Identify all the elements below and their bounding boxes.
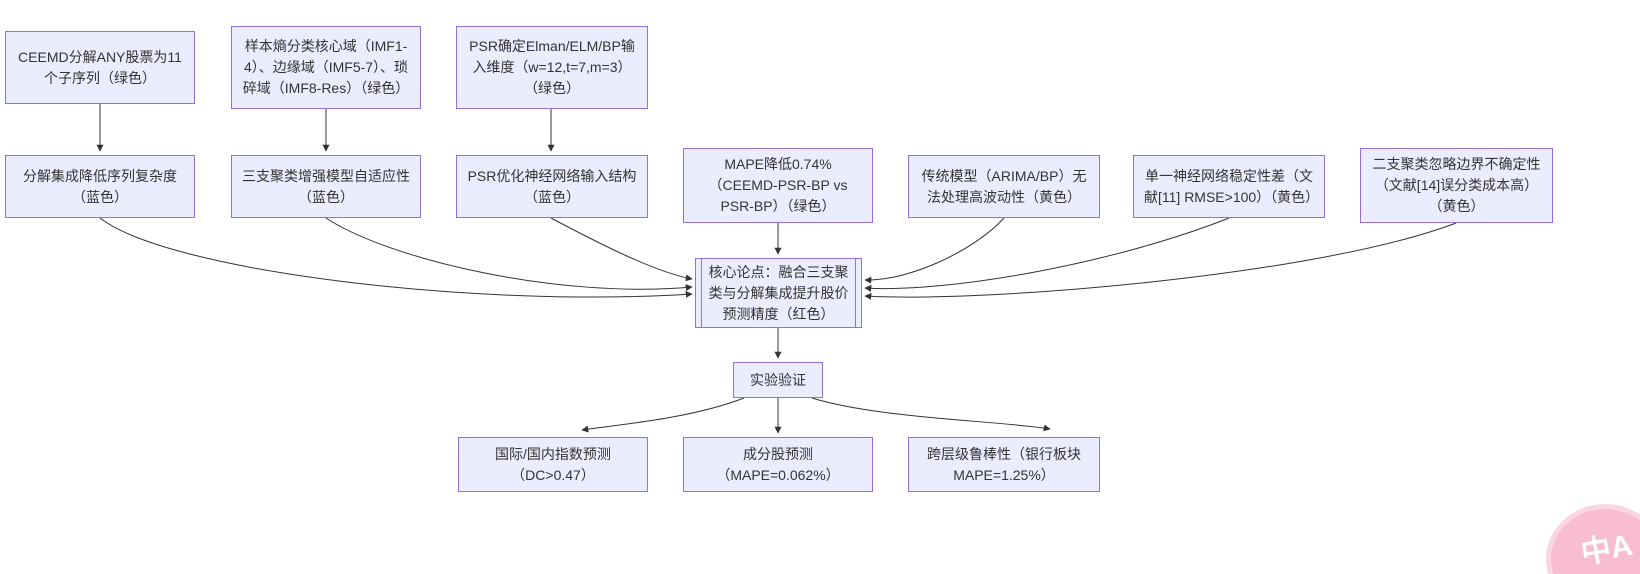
node-label: 单一神经网络稳定性差（文献[11] RMSE>100）（黄色） — [1144, 167, 1320, 205]
node-label: 二支聚类忽略边界不确定性（文献[14]误分类成本高）（黄色） — [1372, 156, 1541, 214]
node-decomposition-reduces-complexity: 分解集成降低序列复杂度（蓝色） — [5, 155, 195, 218]
node-psr-input-dimension: PSR确定Elman/ELM/BP输入维度（w=12,t=7,m=3）（绿色） — [456, 26, 648, 109]
node-core-thesis: 核心论点：融合三支聚类与分解集成提升股价预测精度（红色） — [695, 258, 862, 328]
node-experiment-validation: 实验验证 — [733, 362, 823, 398]
node-mape-improvement: MAPE降低0.74%（CEEMD-PSR-BP vs PSR-BP）（绿色） — [683, 148, 873, 223]
node-label: MAPE降低0.74%（CEEMD-PSR-BP vs PSR-BP）（绿色） — [708, 156, 848, 214]
node-label: 国际/国内指数预测（DC>0.47） — [495, 445, 611, 483]
node-ceemd-decompose: CEEMD分解ANY股票为11个子序列（绿色） — [5, 31, 195, 104]
node-traditional-model-limitation: 传统模型（ARIMA/BP）无法处理高波动性（黄色） — [908, 155, 1100, 218]
node-index-prediction: 国际/国内指数预测（DC>0.47） — [458, 437, 648, 492]
node-label: PSR优化神经网络输入结构（蓝色） — [467, 167, 637, 205]
node-sample-entropy-domains: 样本熵分类核心域（IMF1-4）、边缘域（IMF5-7）、琐碎域（IMF8-Re… — [231, 26, 421, 109]
node-label: 跨层级鲁棒性（银行板块 MAPE=1.25%） — [927, 445, 1081, 483]
node-label: 成分股预测（MAPE=0.062%） — [716, 445, 840, 483]
node-label: 实验验证 — [750, 371, 806, 388]
node-label: 传统模型（ARIMA/BP）无法处理高波动性（黄色） — [921, 167, 1087, 205]
node-label: 分解集成降低序列复杂度（蓝色） — [23, 167, 177, 205]
node-label: CEEMD分解ANY股票为11个子序列（绿色） — [18, 48, 182, 86]
node-single-nn-instability: 单一神经网络稳定性差（文献[11] RMSE>100）（黄色） — [1133, 155, 1325, 218]
node-cross-level-robustness: 跨层级鲁棒性（银行板块 MAPE=1.25%） — [908, 437, 1100, 492]
node-label: PSR确定Elman/ELM/BP输入维度（w=12,t=7,m=3）（绿色） — [469, 38, 635, 96]
node-core-thesis-inner: 核心论点：融合三支聚类与分解集成提升股价预测精度（红色） — [701, 259, 856, 327]
node-psr-optimizes-input-structure: PSR优化神经网络输入结构（蓝色） — [456, 155, 648, 218]
node-label: 样本熵分类核心域（IMF1-4）、边缘域（IMF5-7）、琐碎域（IMF8-Re… — [242, 38, 410, 96]
node-label: 核心论点：融合三支聚类与分解集成提升股价预测精度（红色） — [708, 263, 849, 322]
translate-badge-icon: 中A — [1578, 528, 1636, 571]
node-label: 三支聚类增强模型自适应性（蓝色） — [242, 167, 410, 205]
node-two-way-clustering-limitation: 二支聚类忽略边界不确定性（文献[14]误分类成本高）（黄色） — [1360, 148, 1553, 223]
node-constituent-prediction: 成分股预测（MAPE=0.062%） — [683, 437, 873, 492]
node-three-way-clustering-adaptivity: 三支聚类增强模型自适应性（蓝色） — [231, 155, 421, 218]
